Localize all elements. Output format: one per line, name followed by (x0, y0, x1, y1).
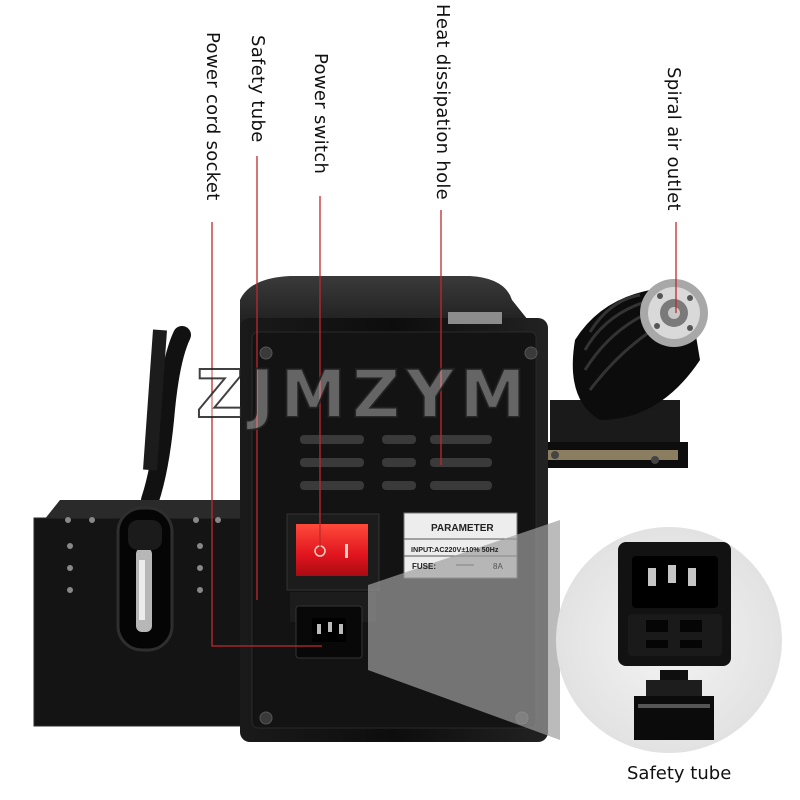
safety-tube-inset (556, 527, 782, 753)
heat-gun-handle (141, 326, 191, 509)
parameter-title: PARAMETER (431, 523, 494, 534)
callout-label-power-switch: Power switch (310, 53, 331, 175)
inset-caption: Safety tube (627, 763, 732, 784)
zoom-projection (368, 520, 560, 740)
parameter-fuse: FUSE: (412, 562, 436, 571)
callout-label-spiral-air-outlet: Spiral air outlet (663, 67, 684, 211)
callout-label-safety-tube: Safety tube (247, 35, 268, 143)
spiral-air-outlet-assembly (548, 279, 708, 468)
handle-stand (33, 500, 245, 727)
parameter-fuse-rating: 8A (493, 562, 503, 571)
callout-lines (211, 156, 677, 647)
power-switch (286, 513, 380, 591)
callout-label-power-cord-socket: Power cord socket (202, 32, 223, 201)
parameter-input: INPUT:AC220V±10% 50Hz (411, 545, 499, 554)
brand-watermark: ZJMZYM (195, 355, 532, 434)
callout-label-heat-dissipation-hole: Heat dissipation hole (432, 4, 453, 201)
power-cord-socket (290, 592, 376, 659)
heat-dissipation-vents (300, 435, 492, 490)
